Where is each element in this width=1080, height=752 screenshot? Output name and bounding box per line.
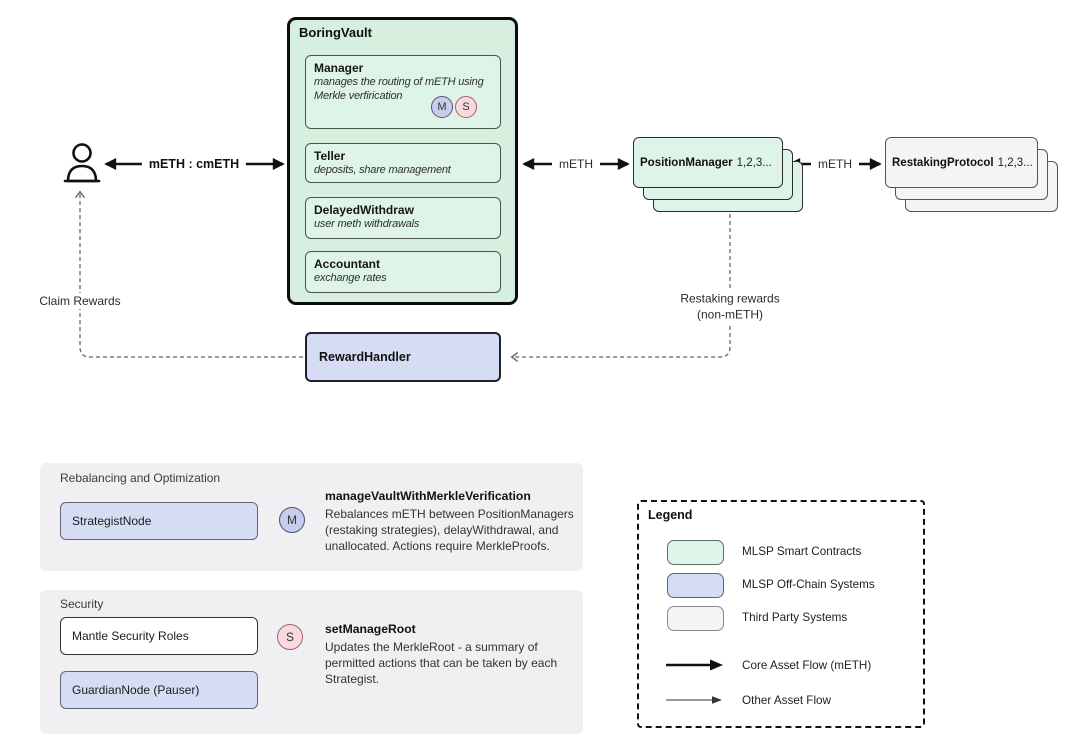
module-delayedwithdraw: DelayedWithdraw user meth withdrawals [305, 197, 501, 239]
legend-core-arrow-icon [666, 659, 723, 671]
positionmanager-box: PositionManager 1,2,3... [633, 137, 783, 188]
rebalancing-description-block: manageVaultWithMerkleVerification Rebala… [325, 489, 601, 554]
security-description-block: setManageRoot Updates the MerkleRoot - a… [325, 622, 580, 687]
rebalancing-function-name: manageVaultWithMerkleVerification [325, 489, 531, 503]
module-delayedwithdraw-name: DelayedWithdraw [314, 203, 414, 217]
positionmanager-suffix: 1,2,3... [736, 156, 772, 169]
guardiannode-box: GuardianNode (Pauser) [60, 671, 258, 709]
security-section [40, 590, 583, 734]
legend-label-offchain-systems: MLSP Off-Chain Systems [742, 578, 875, 591]
flow-label-claim-rewards: Claim Rewards [32, 293, 128, 309]
module-teller: Teller deposits, share management [305, 143, 501, 183]
rebalancing-badge-m: M [279, 507, 305, 533]
restaking-rewards-line1: Restaking rewards [680, 291, 780, 306]
legend-label-third-party: Third Party Systems [742, 611, 848, 624]
legend-box: Legend MLSP Smart Contracts MLSP Off-Cha… [637, 500, 925, 728]
restakingprotocol-suffix: 1,2,3... [997, 156, 1033, 169]
module-teller-desc: deposits, share management [314, 164, 451, 176]
legend-swatch-offchain-systems [667, 573, 724, 598]
legend-label-other-flow: Other Asset Flow [742, 694, 831, 707]
module-accountant-desc: exchange rates [314, 272, 387, 284]
restakingprotocol-name: RestakingProtocol [892, 156, 994, 169]
legend-label-core-flow: Core Asset Flow (mETH) [742, 659, 872, 672]
positionmanager-name: PositionManager [640, 156, 733, 169]
strategistnode-box: StrategistNode [60, 502, 258, 540]
module-accountant: Accountant exchange rates [305, 251, 501, 293]
legend-title: Legend [648, 508, 693, 522]
boring-vault-title: BoringVault [299, 25, 372, 40]
restakingprotocol-box: RestakingProtocol 1,2,3... [885, 137, 1038, 188]
dashed-claim-rewards-flow [75, 190, 303, 358]
manager-badge-m: M [431, 96, 453, 118]
rewardhandler-box: RewardHandler [305, 332, 501, 382]
security-function-name: setManageRoot [325, 622, 416, 636]
flow-label-meth-cmeth: mETH : cmETH [141, 156, 247, 172]
security-section-title: Security [60, 597, 104, 611]
dashed-restaking-rewards-flow [510, 214, 731, 362]
security-badge-s: S [277, 624, 303, 650]
module-accountant-name: Accountant [314, 257, 380, 271]
legend-label-smart-contracts: MLSP Smart Contracts [742, 545, 862, 558]
module-manager: Manager manages the routing of mETH usin… [305, 55, 501, 129]
mantle-security-roles-box: Mantle Security Roles [60, 617, 258, 655]
legend-swatch-smart-contracts [667, 540, 724, 565]
rebalancing-function-desc: Rebalances mETH between PositionManagers… [325, 507, 574, 554]
module-manager-desc: manages the routing of mETH using Merkle… [314, 76, 484, 102]
rebalancing-section-title: Rebalancing and Optimization [60, 471, 221, 485]
legend-other-arrow-icon [666, 696, 722, 704]
flow-label-meth-2: mETH [811, 156, 859, 172]
flow-label-restaking-rewards: Restaking rewards (non-mETH) [666, 289, 794, 325]
manager-badge-s: S [455, 96, 477, 118]
legend-swatch-third-party [667, 606, 724, 631]
module-manager-name: Manager [314, 61, 364, 75]
flow-label-meth-1: mETH [552, 156, 600, 172]
module-delayedwithdraw-desc: user meth withdrawals [314, 218, 420, 230]
security-function-desc: Updates the MerkleRoot - a summary of pe… [325, 640, 558, 687]
module-teller-name: Teller [314, 149, 346, 163]
restaking-rewards-line2: (non-mETH) [696, 307, 763, 321]
user-icon [63, 143, 101, 183]
